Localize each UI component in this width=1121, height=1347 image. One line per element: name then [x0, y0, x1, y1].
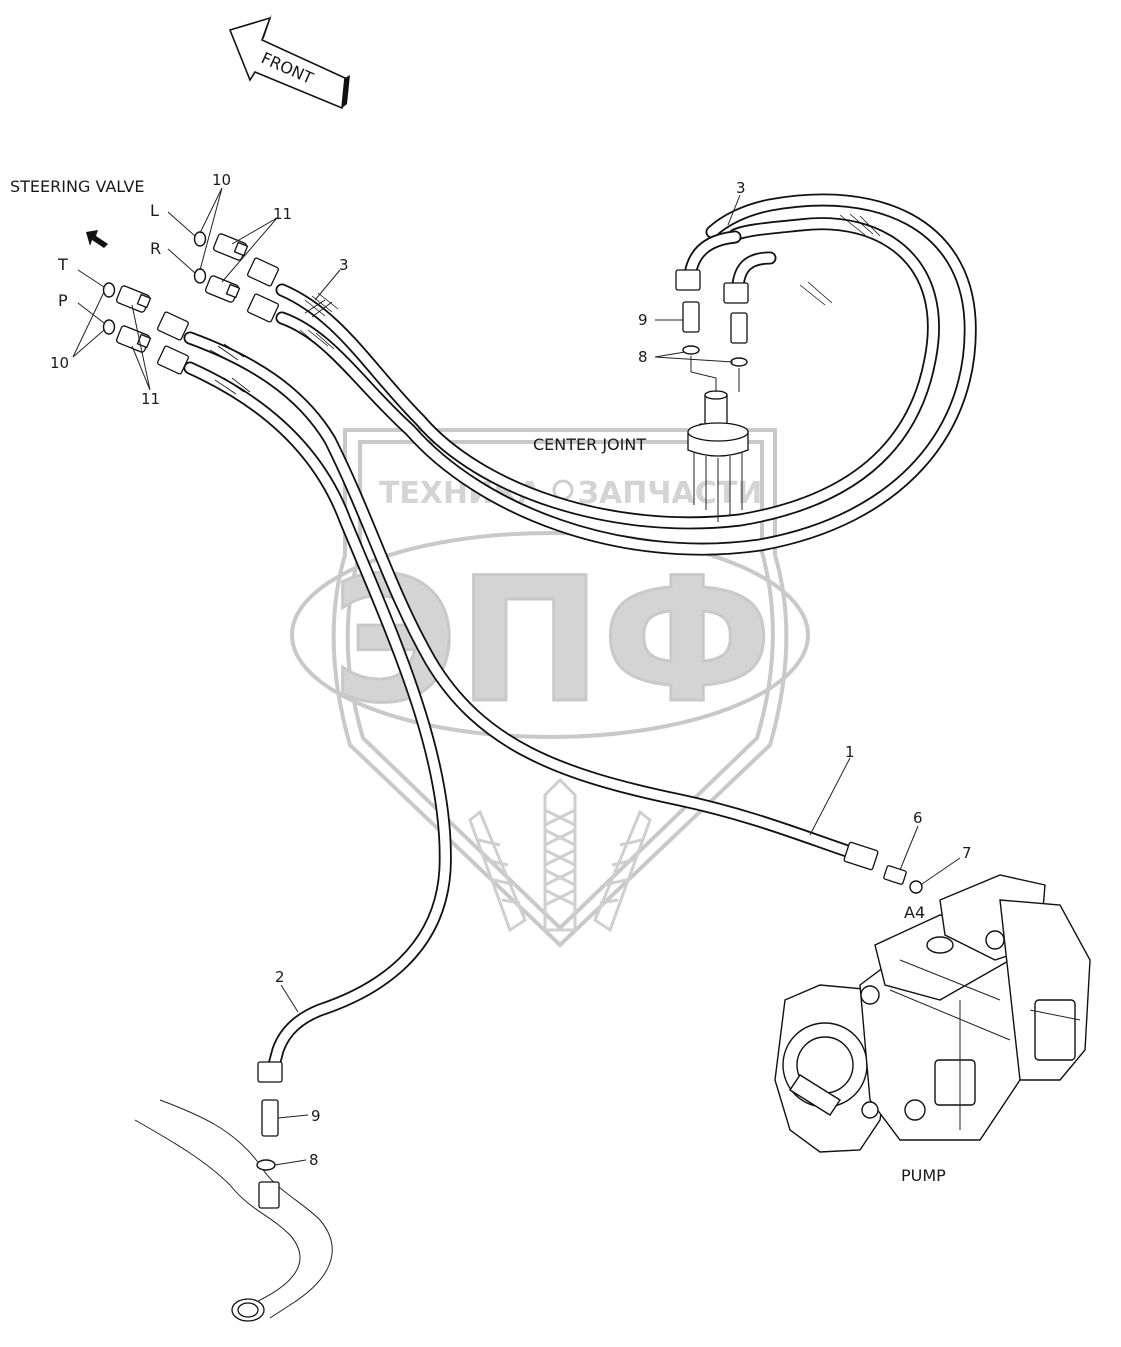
hose-end-nut [675, 269, 701, 291]
watermark: ТЕХНИКА ЗАПЧАСТИ ЭПФ [290, 428, 810, 948]
watermark-oval [290, 531, 810, 739]
o-ring-8 [682, 345, 700, 355]
elbow-fitting-11-b [204, 275, 241, 303]
hose-end-nut [246, 257, 280, 287]
o-ring-10 [193, 231, 207, 247]
callout-9-top: 9 [638, 311, 648, 329]
pump-port-fittings [843, 841, 923, 894]
wheat-emblem-icon [468, 777, 652, 933]
callout-8-bottom: 8 [309, 1151, 319, 1169]
o-ring-7 [909, 880, 923, 894]
o-ring-10 [193, 268, 207, 284]
watermark-shield [331, 428, 789, 948]
hose-end-nut [246, 293, 280, 323]
hose-end-nut [843, 841, 879, 871]
callout-8-top: 8 [638, 348, 648, 366]
tank-line [134, 1061, 333, 1322]
leader-lines [72, 187, 961, 1166]
flow-arrow-icon [86, 230, 108, 248]
hose-end-nut [156, 345, 190, 375]
center-joint-stem [704, 394, 728, 428]
labels: STEERING VALVE CENTER JOINT PUMP L R T P… [10, 171, 972, 1185]
adapter-9 [682, 301, 700, 333]
elbow-fitting-11-a [212, 233, 249, 261]
steering-valve-fittings [86, 230, 280, 375]
o-ring-8 [730, 357, 748, 367]
callout-10-bottom: 10 [50, 354, 69, 372]
callout-6: 6 [913, 809, 923, 827]
center-joint-label: CENTER JOINT [533, 435, 646, 454]
adapter-6 [883, 865, 907, 885]
callout-3-top: 3 [736, 179, 746, 197]
callout-2: 2 [275, 968, 285, 986]
port-label-l: L [150, 201, 159, 220]
front-direction-arrow: FRONT [228, 14, 350, 110]
watermark-logo: ЭПФ [332, 540, 773, 741]
hose-end-nut [723, 282, 749, 304]
callout-11-bottom: 11 [141, 390, 160, 408]
hose-end-nut [257, 1061, 283, 1083]
hose-end-nut [156, 311, 190, 341]
adapter-9 [730, 312, 748, 344]
elbow-fitting-11-c [115, 285, 152, 313]
adapter-9 [261, 1099, 279, 1137]
watermark-shield-inner [345, 440, 775, 931]
pump-label: PUMP [901, 1166, 946, 1185]
port-label-t: T [57, 255, 68, 274]
port-label-p: P [58, 291, 68, 310]
callout-9-bottom: 9 [311, 1107, 321, 1125]
hose-group [183, 193, 977, 1072]
callout-7: 7 [962, 844, 972, 862]
center-joint [675, 230, 777, 522]
callout-10-top: 10 [212, 171, 231, 189]
port-label-a4: A4 [904, 903, 925, 922]
watermark-line2: ЗАПЧАСТИ [578, 476, 763, 511]
o-ring-8 [256, 1159, 276, 1171]
port-label-r: R [150, 239, 161, 258]
callout-3-left: 3 [339, 256, 349, 274]
steering-valve-label: STEERING VALVE [10, 177, 145, 196]
o-ring-10 [102, 282, 116, 298]
callout-11-top: 11 [273, 205, 292, 223]
pump [774, 874, 1091, 1153]
callout-1: 1 [845, 743, 855, 761]
o-ring-10 [102, 319, 116, 335]
